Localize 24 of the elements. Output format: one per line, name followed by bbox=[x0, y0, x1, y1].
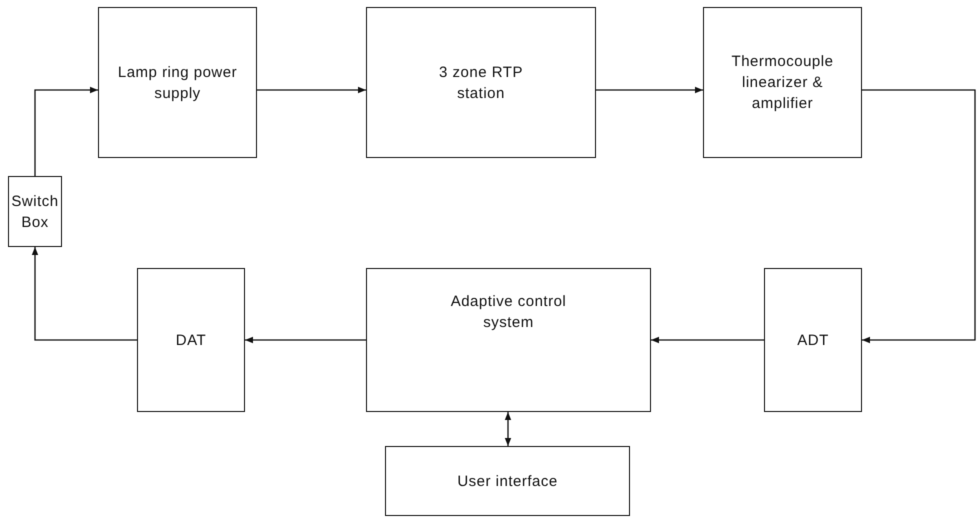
process-box bbox=[366, 268, 651, 412]
process-box bbox=[703, 7, 862, 158]
arrow bbox=[245, 336, 366, 344]
box-label: ADT bbox=[797, 330, 829, 350]
arrow bbox=[596, 86, 703, 94]
process-box bbox=[8, 176, 62, 247]
box-label: Thermocouple linearizer & amplifier bbox=[730, 52, 834, 114]
box-label: User interface bbox=[457, 472, 558, 492]
box-label: Switch Box bbox=[10, 192, 60, 232]
process-box bbox=[764, 268, 862, 412]
box-label: Adaptive control system bbox=[450, 292, 568, 333]
arrow bbox=[862, 89, 976, 344]
arrow bbox=[651, 336, 764, 344]
process-box bbox=[385, 446, 630, 516]
box-label: DAT bbox=[176, 330, 206, 350]
box-label: 3 zone RTP station bbox=[438, 62, 524, 104]
arrow bbox=[504, 412, 512, 446]
arrow bbox=[34, 86, 98, 176]
arrow bbox=[257, 86, 366, 94]
process-box bbox=[137, 268, 245, 412]
process-box bbox=[98, 7, 257, 158]
process-box bbox=[366, 7, 596, 158]
arrow bbox=[32, 247, 137, 341]
box-label: Lamp ring power supply bbox=[116, 62, 238, 104]
